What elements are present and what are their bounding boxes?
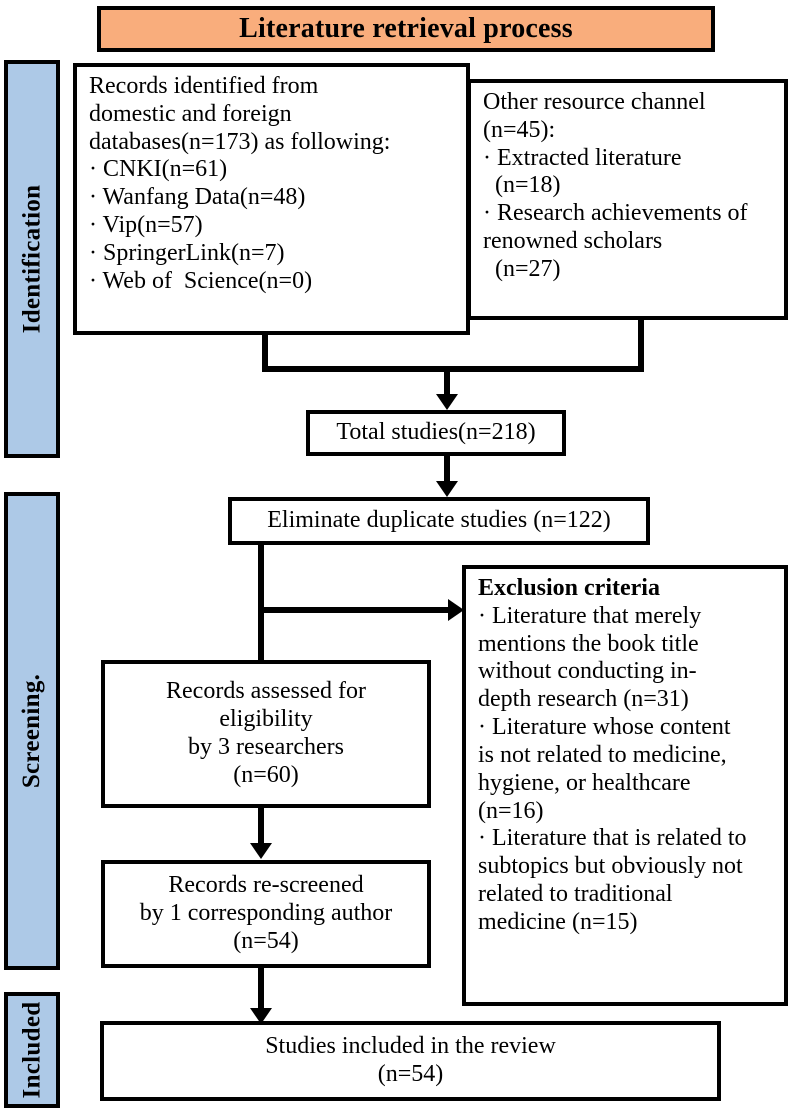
exclusion-criteria-line-4: depth research (n=31) xyxy=(478,686,689,713)
exclusion-criteria-line-7: hygiene, or healthcare xyxy=(478,769,691,796)
arrowhead-to-studies-included xyxy=(250,1008,272,1024)
connector-merge-to-total xyxy=(444,366,450,396)
records-identified-line-3: databases(n=173) as following: xyxy=(89,128,391,155)
box-studies-included: Studies included in the review (n=54) xyxy=(100,1021,721,1101)
stage-label-identification: Identification xyxy=(4,60,60,458)
studies-included-line-1: Studies included in the review xyxy=(265,1033,556,1060)
exclusion-criteria-line-5: · Literature whose content xyxy=(478,714,731,741)
exclusion-criteria-line-2: mentions the book title xyxy=(478,630,699,657)
exclusion-criteria-line-3: without conducting in- xyxy=(478,658,697,685)
total-studies-line-1: Total studies(n=218) xyxy=(336,419,536,446)
records-identified-line-5: · Wanfang Data(n=48) xyxy=(89,184,306,211)
records-assessed-line-2: eligibility xyxy=(219,706,313,733)
records-rescreened-line-3: (n=54) xyxy=(233,927,299,954)
other-resource-line-3: · Extracted literature xyxy=(483,144,682,171)
records-identified-line-7: · SpringerLink(n=7) xyxy=(89,239,285,266)
records-assessed-line-1: Records assessed for xyxy=(166,678,366,705)
stage-label-included-text: Included xyxy=(18,1001,46,1099)
stage-label-screening-text: Screening. xyxy=(18,673,45,789)
arrowhead-to-eliminate-duplicates xyxy=(436,481,458,497)
exclusion-criteria-line-6: is not related to medicine, xyxy=(478,741,727,768)
stage-label-included: Included xyxy=(4,992,60,1108)
exclusion-criteria-line-12: medicine (n=15) xyxy=(478,908,638,935)
records-assessed-line-3: by 3 researchers xyxy=(188,734,344,760)
box-total-studies: Total studies(n=218) xyxy=(306,410,566,456)
box-records-identified: Records identified from domestic and for… xyxy=(73,63,470,335)
arrowhead-to-total-studies xyxy=(436,394,458,410)
arrowhead-to-exclusion-criteria xyxy=(448,599,464,621)
eliminate-duplicates-line-1: Eliminate duplicate studies (n=122) xyxy=(267,507,611,534)
records-identified-line-1: Records identified from xyxy=(89,73,319,99)
box-exclusion-criteria: Exclusion criteria · Literature that mer… xyxy=(462,565,788,1006)
box-eliminate-duplicates: Eliminate duplicate studies (n=122) xyxy=(228,497,650,545)
studies-included-line-2: (n=54) xyxy=(377,1061,444,1087)
stage-label-screening: Screening. xyxy=(4,492,60,970)
records-identified-line-4: · CNKI(n=61) xyxy=(89,156,228,183)
connector-rescreened-to-included xyxy=(258,968,264,1014)
connector-merge-bar xyxy=(262,366,644,372)
box-records-rescreened: Records re-screened by 1 corresponding a… xyxy=(101,860,431,968)
connector-total-to-eliminate xyxy=(444,456,450,484)
other-resource-line-4: (n=18) xyxy=(483,172,561,199)
records-identified-line-2: domestic and foreign xyxy=(89,100,292,127)
records-identified-line-6: · Vip(n=57) xyxy=(89,212,203,239)
stage-label-identification-text: Identification xyxy=(18,184,45,334)
exclusion-criteria-line-9: · Literature that is related to xyxy=(478,825,747,852)
connector-identified-stub xyxy=(262,335,268,372)
other-resource-line-5: · Research achievements of xyxy=(483,200,748,227)
exclusion-criteria-line-1: · Literature that merely xyxy=(478,602,702,629)
box-other-resource-channel: Other resource channel (n=45): · Extract… xyxy=(467,79,788,320)
connector-other-resource-stub xyxy=(638,320,644,372)
other-resource-line-6: renowned scholars xyxy=(483,228,663,255)
connector-assessed-to-rescreened xyxy=(258,808,264,848)
other-resource-line-7: (n=27) xyxy=(483,255,561,282)
arrowhead-to-records-rescreened xyxy=(250,843,272,859)
exclusion-criteria-line-11: related to traditional xyxy=(478,881,673,908)
box-records-assessed: Records assessed for eligibility by 3 re… xyxy=(101,660,431,808)
records-rescreened-line-2: by 1 corresponding author xyxy=(139,900,393,927)
diagram-title: Literature retrieval process xyxy=(97,6,715,52)
records-assessed-line-4: (n=60) xyxy=(233,761,299,788)
connector-branch-to-exclusion xyxy=(258,607,454,613)
records-identified-line-8: · Web of Science(n=0) xyxy=(89,267,313,294)
exclusion-criteria-line-10: subtopics but obviously not xyxy=(478,853,743,880)
exclusion-criteria-heading: Exclusion criteria xyxy=(478,575,660,601)
other-resource-line-2: (n=45): xyxy=(483,116,556,143)
other-resource-line-1: Other resource channel xyxy=(483,89,706,115)
records-rescreened-line-1: Records re-screened xyxy=(168,872,364,899)
exclusion-criteria-line-8: (n=16) xyxy=(478,797,544,824)
